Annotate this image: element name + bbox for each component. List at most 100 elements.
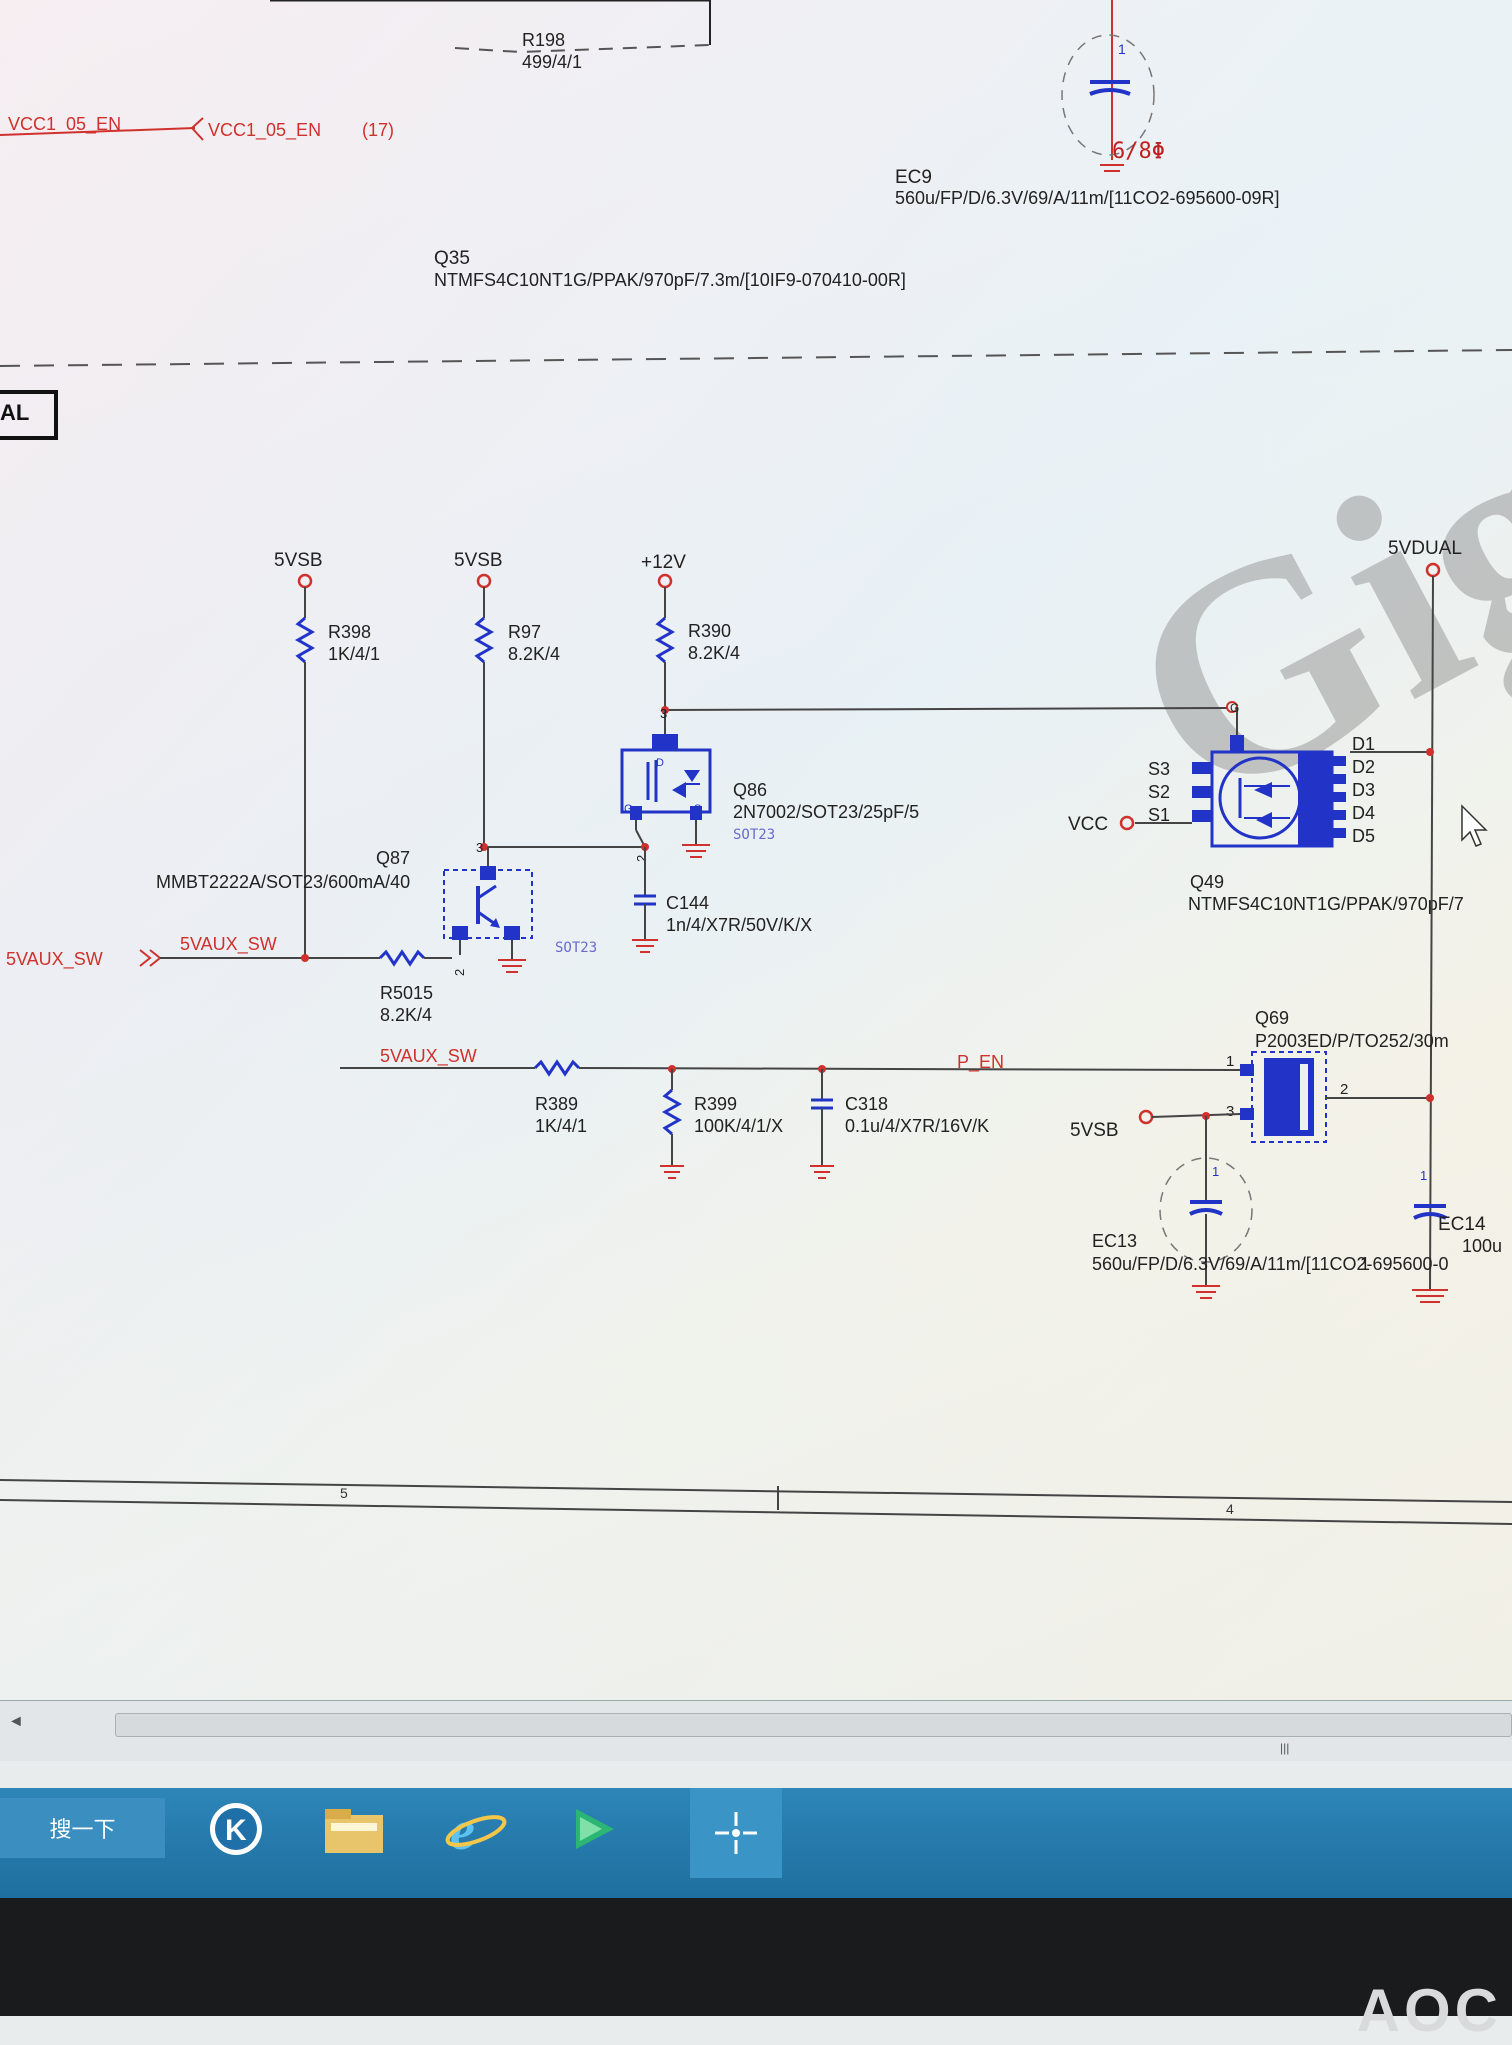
r5015-value: 8.2K/4 bbox=[380, 1005, 432, 1025]
r390-rail: +12V bbox=[641, 552, 686, 573]
network-icon[interactable] bbox=[690, 1788, 782, 1878]
monitor-bezel: AOC bbox=[0, 1898, 1512, 2044]
q86-g-label: G bbox=[624, 803, 633, 815]
r389-ref: R389 bbox=[535, 1094, 578, 1114]
taskbar-search-button[interactable]: 搜一下 bbox=[0, 1798, 165, 1858]
q49-rail: 5VDUAL bbox=[1388, 538, 1462, 559]
q86-pin-d: 3 bbox=[660, 706, 667, 721]
r399-ref: R399 bbox=[694, 1094, 737, 1114]
scroll-thumb[interactable] bbox=[115, 1713, 1512, 1737]
internet-explorer-icon[interactable]: e bbox=[440, 1796, 512, 1862]
q69-pin3: 3 bbox=[1226, 1103, 1234, 1120]
r5015-resistor bbox=[378, 949, 452, 967]
net-vcc: VCC bbox=[1068, 814, 1108, 835]
moire-overlay bbox=[0, 0, 1512, 1710]
q87-pin-c: 3 bbox=[476, 840, 483, 855]
c144-ref: C144 bbox=[666, 893, 709, 913]
q35-ref: Q35 bbox=[434, 248, 470, 269]
q49-gate-pin: G bbox=[1230, 701, 1239, 715]
r5015-ref: R5015 bbox=[380, 983, 433, 1003]
ec13-value: 560u/FP/D/6.3V/69/A/11m/[11CO2-695600-0 bbox=[1092, 1254, 1449, 1274]
mouse-cursor-icon bbox=[1461, 804, 1488, 847]
q49-pin-d5: D5 bbox=[1352, 826, 1375, 846]
media-player-icon[interactable] bbox=[556, 1796, 628, 1862]
c318-capacitor bbox=[810, 1069, 834, 1179]
frame-bottom-line-2 bbox=[0, 1499, 1512, 1525]
r398-rail: 5VSB bbox=[274, 550, 323, 571]
q49-ref: Q49 bbox=[1190, 872, 1224, 892]
ec14-ref: EC14 bbox=[1438, 1214, 1486, 1235]
junction-r97 bbox=[480, 843, 488, 851]
q69-pin2: 2 bbox=[1340, 1081, 1348, 1098]
svg-text:K: K bbox=[225, 1814, 247, 1847]
r97-rail: 5VSB bbox=[454, 550, 503, 571]
q86-pin-s: 2 bbox=[634, 855, 649, 862]
ec14-value-2: 1 bbox=[1360, 1254, 1370, 1274]
q87-value: MMBT2222A/SOT23/600mA/40 bbox=[156, 872, 410, 892]
net-in-port: 5VAUX_SW bbox=[6, 949, 103, 970]
q87-transistor bbox=[443, 847, 533, 973]
junction-r398 bbox=[301, 954, 309, 962]
search-label: 搜一下 bbox=[49, 1817, 116, 1842]
r390-value: 8.2K/4 bbox=[688, 643, 740, 663]
ec14-pin: 1 bbox=[1420, 1168, 1427, 1183]
file-explorer-icon[interactable] bbox=[318, 1796, 390, 1862]
net-vcc105-port: VCC1_05_EN bbox=[208, 120, 321, 141]
ec9-plate-bottom bbox=[1089, 88, 1131, 96]
q49-gate-wire bbox=[664, 707, 1229, 711]
ec14-value: 100u bbox=[1462, 1236, 1502, 1256]
ec14-capacitor bbox=[1412, 1204, 1448, 1303]
r398-resistor bbox=[294, 587, 316, 955]
r389-value: 1K/4/1 bbox=[535, 1116, 587, 1136]
vcc-port bbox=[1119, 815, 1135, 831]
q49-pin-s1: S1 bbox=[1148, 805, 1170, 825]
q49-pin-d4: D4 bbox=[1352, 803, 1375, 823]
q86-value: 2N7002/SOT23/25pF/5 bbox=[733, 802, 919, 822]
c318-ref: C318 bbox=[845, 1094, 888, 1114]
5vdual-rail-wire bbox=[1429, 575, 1434, 1291]
frame-tag: AL bbox=[0, 400, 29, 425]
q69-mosfet bbox=[1230, 1051, 1430, 1143]
scroll-grip-icon: ||| bbox=[1280, 1741, 1290, 1755]
c144-value: 1n/4/X7R/50V/K/X bbox=[666, 915, 812, 935]
net-p-en: P_EN bbox=[957, 1052, 1004, 1073]
ec13-pin: 1 bbox=[1212, 1164, 1219, 1179]
r198-ref: R198 bbox=[522, 30, 565, 50]
q87-pin-e: 2 bbox=[452, 969, 467, 976]
net-vcc105-left: VCC1_05_EN bbox=[8, 114, 121, 135]
r97-ref: R97 bbox=[508, 622, 541, 642]
q69-pin1: 1 bbox=[1226, 1053, 1234, 1070]
r389-resistor bbox=[533, 1059, 581, 1077]
q69-5vsb-wire bbox=[1151, 1113, 1241, 1118]
q86-s-label: S bbox=[694, 803, 701, 815]
q49-pin-s3: S3 bbox=[1148, 759, 1170, 779]
r97-value: 8.2K/4 bbox=[508, 644, 560, 664]
q35-value: NTMFS4C10NT1G/PPAK/970pF/7.3m/[10IF9-070… bbox=[434, 270, 906, 290]
r390-ref: R390 bbox=[688, 621, 731, 641]
q87-package: SOT23 bbox=[555, 940, 597, 956]
q49-mosfet bbox=[1135, 701, 1430, 848]
horizontal-scrollbar[interactable]: ◄ ||| bbox=[0, 1700, 1512, 1761]
net-aux-sw-1: 5VAUX_SW bbox=[180, 934, 277, 955]
p-en-wire bbox=[578, 1067, 1231, 1071]
junction-q49-drain bbox=[1426, 748, 1434, 756]
monitor-brand-logo: AOC bbox=[1356, 1977, 1502, 2044]
q49-value: NTMFS4C10NT1G/PPAK/970pF/7 bbox=[1188, 894, 1464, 914]
ec13-ref: EC13 bbox=[1092, 1231, 1137, 1251]
r399-value: 100K/4/1/X bbox=[694, 1116, 783, 1136]
q86-d-label: D bbox=[656, 757, 664, 769]
ec9-ground bbox=[1100, 164, 1124, 172]
ec13-capacitor bbox=[1159, 1116, 1253, 1299]
junction-q69-out bbox=[1426, 1094, 1434, 1102]
vcc105-wire bbox=[0, 127, 196, 136]
k-app-icon[interactable]: K bbox=[200, 1796, 272, 1862]
ec9-net: 6/8Φ bbox=[1112, 139, 1165, 164]
r198-value: 499/4/1 bbox=[522, 52, 582, 72]
q49-pin-d2: D2 bbox=[1352, 757, 1375, 777]
frame-bottom-line-1 bbox=[0, 1479, 1512, 1503]
q69-value: P2003ED/P/TO252/30m bbox=[1255, 1031, 1449, 1051]
ec9-ref: EC9 bbox=[895, 167, 932, 188]
c318-value: 0.1u/4/X7R/16V/K bbox=[845, 1116, 989, 1136]
scroll-left-arrow-icon[interactable]: ◄ bbox=[8, 1713, 24, 1730]
r398-ref: R398 bbox=[328, 622, 371, 642]
